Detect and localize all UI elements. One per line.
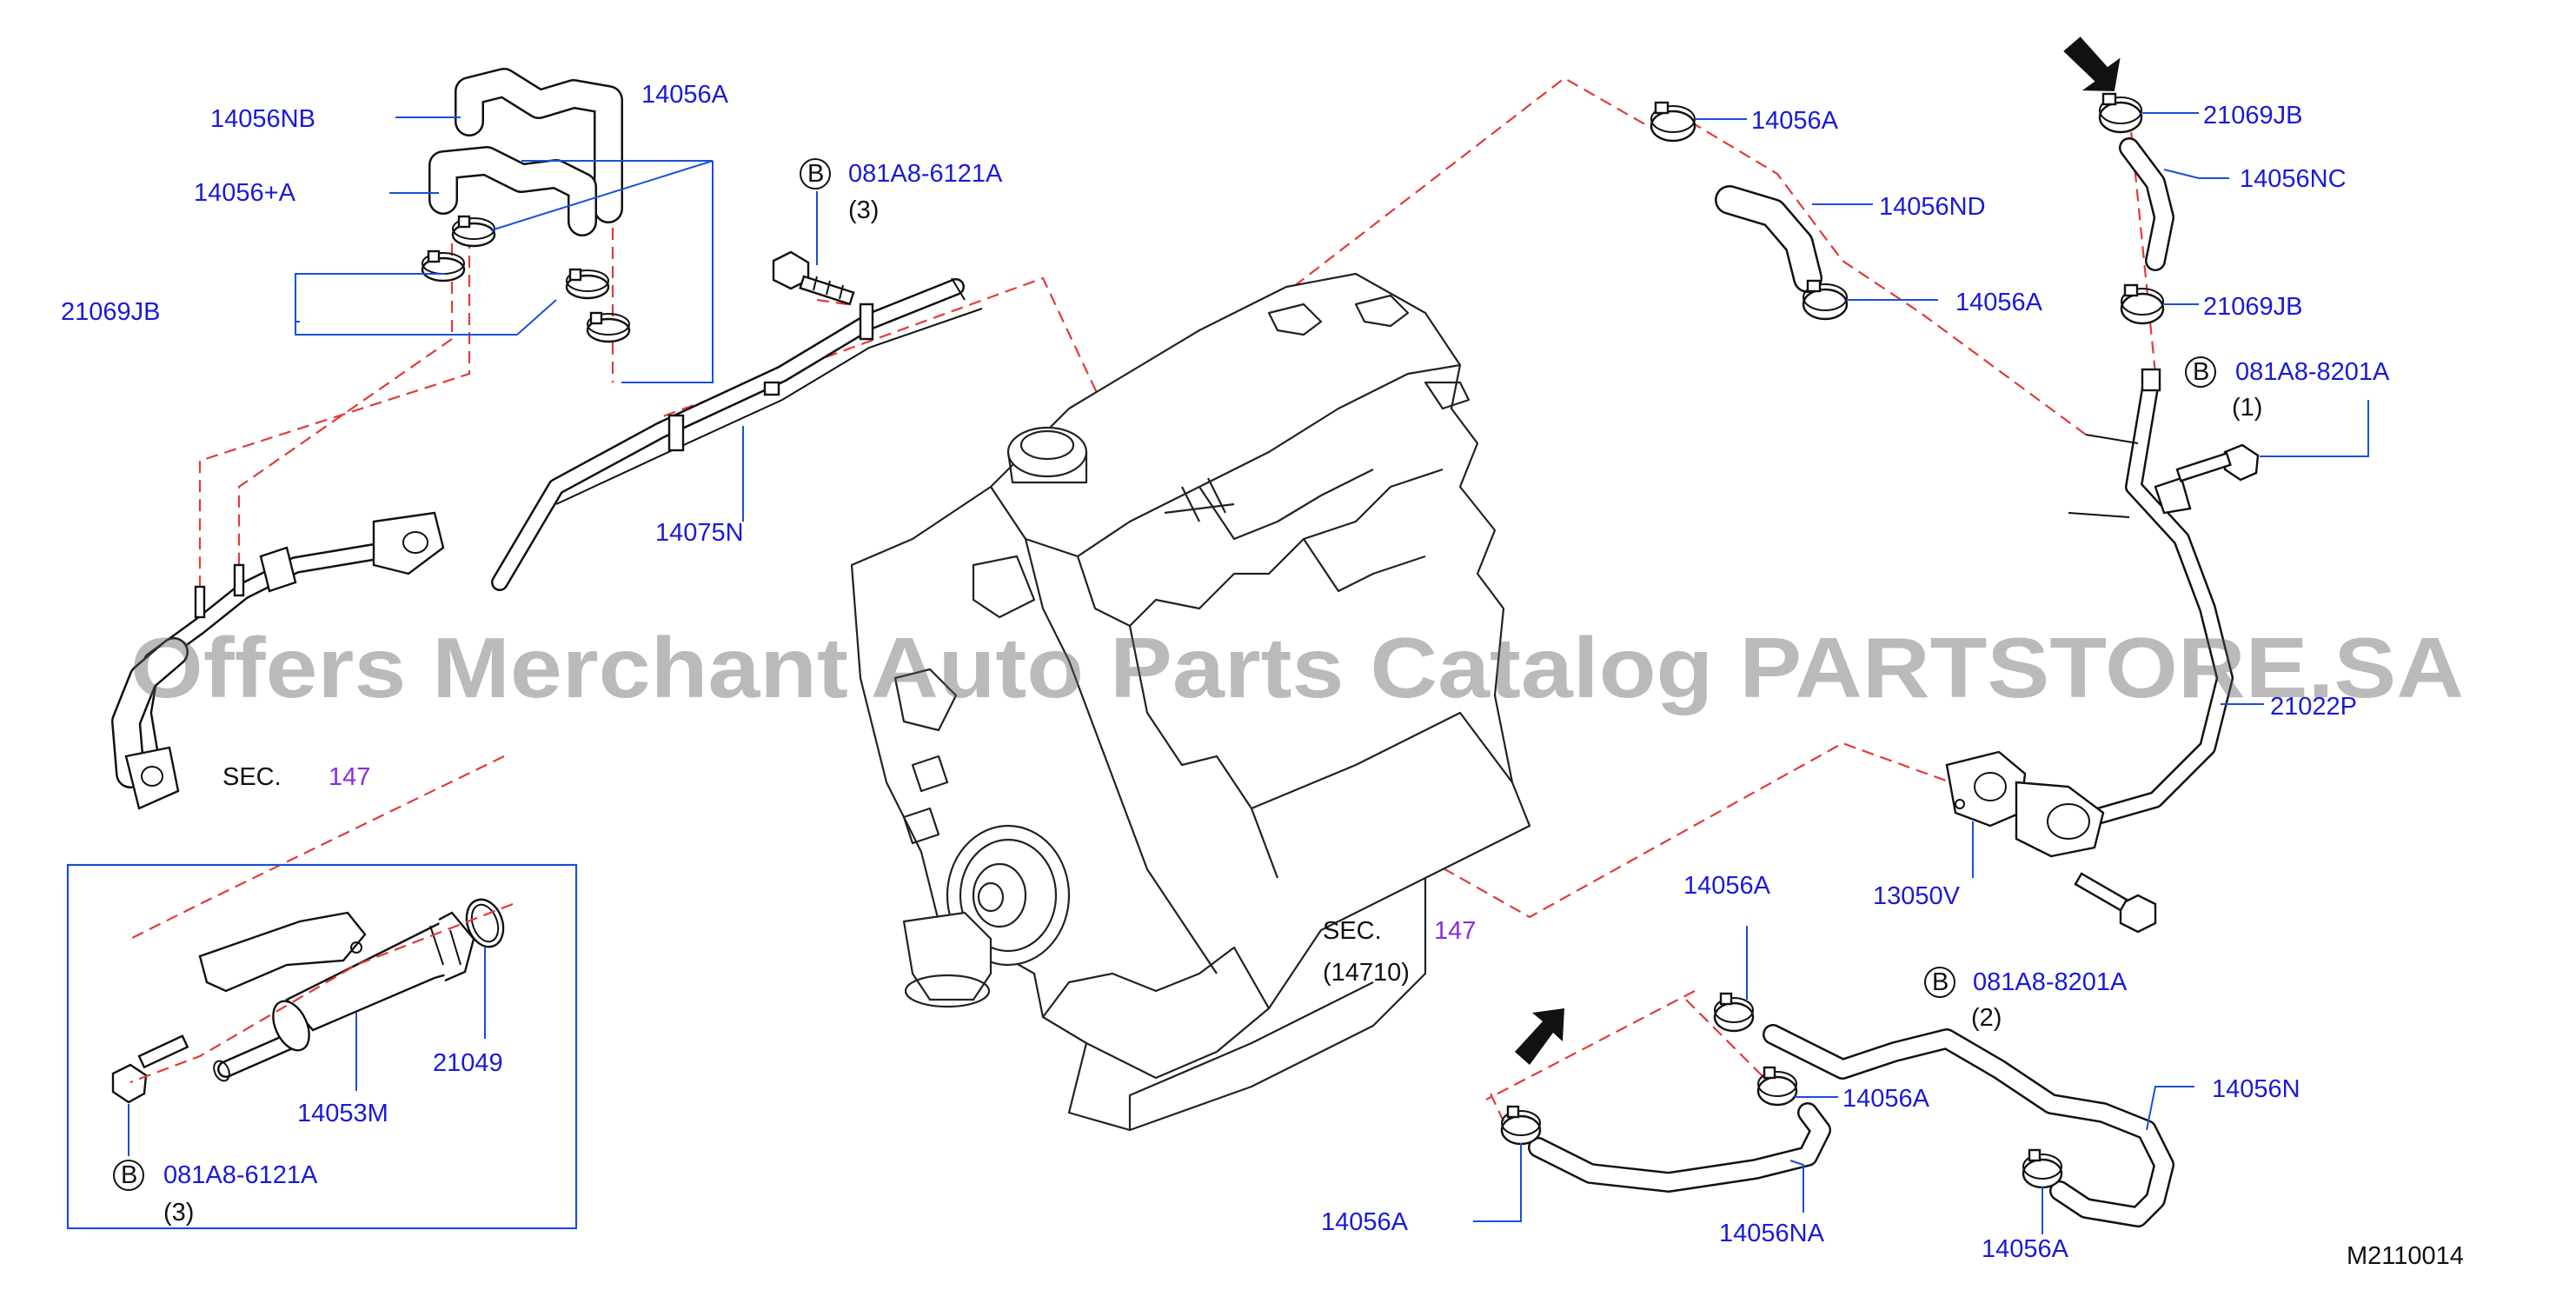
bolt-symbol-bottom [1924, 967, 1955, 998]
label-14056NA: 14056NA [1719, 1220, 1825, 1247]
bolt-symbol-right [2185, 356, 2216, 388]
bolt-bottom-right [2074, 872, 2157, 934]
label-14056A-bottom-mid: 14056A [1842, 1085, 1930, 1113]
hose-clamp-top-left-2 [421, 249, 466, 283]
water-inlet-pipe-14053M [198, 911, 475, 1082]
bolt-symbol-letter-top: B [807, 160, 824, 188]
hose-clamp-right [2120, 283, 2165, 325]
bolt-symbol-top [800, 158, 831, 190]
bolt-top-left [772, 250, 855, 306]
label-14056N: 14056N [2212, 1075, 2300, 1103]
label-14056A-bottom-top: 14056A [1683, 872, 1771, 900]
label-14056A-bottom-right: 14056A [1982, 1235, 2069, 1263]
hose-14056NC [2119, 137, 2174, 271]
label-21049: 21049 [433, 1049, 503, 1077]
bolt-symbol-letter-right: B [2193, 358, 2209, 386]
part-labels: 14056NB 14056+A 21069JB 14056A B 081A8-6… [61, 81, 2464, 1270]
inset-panel [66, 863, 578, 1230]
label-13050V: 13050V [1873, 882, 1961, 910]
label-14056plusA: 14056+A [194, 179, 296, 207]
top-left-hoses [428, 68, 623, 236]
hose-14056NA [1528, 1102, 1831, 1193]
label-081A8-6121A-top: 081A8-6121A [848, 160, 1003, 188]
water-pipe-21022P [2068, 368, 2234, 826]
label-14056A-center-right: 14056A [1955, 289, 2043, 316]
flow-arrow-bottom-left [1515, 1008, 1564, 1065]
bolt-symbol-inset [113, 1160, 144, 1191]
qty-top: (3) [848, 196, 879, 224]
label-21069JB-right: 21069JB [2203, 293, 2303, 321]
engine-block [850, 272, 1531, 1132]
hose-clamp-top-left-4 [586, 311, 631, 343]
label-14053M: 14053M [297, 1100, 388, 1127]
label-21022P: 21022P [2270, 693, 2357, 721]
hose-clamp-top-left-3 [565, 268, 610, 300]
hose-clamp-top-right [2098, 92, 2143, 134]
label-14056A-top-center: 14056A [1751, 107, 1839, 135]
hose-clamp-bottom-mid [1756, 1066, 1798, 1107]
bolt-right [2175, 443, 2260, 482]
label-21069JB-top-right: 21069JB [2203, 102, 2303, 130]
label-21069JB-top-left: 21069JB [61, 298, 161, 326]
flow-arrow-top-right [2063, 37, 2121, 91]
sec-center-sub: (14710) [1323, 959, 1410, 987]
qty-right: (1) [2232, 394, 2262, 422]
label-081A8-6121A-inset: 081A8-6121A [163, 1161, 318, 1189]
hose-clamp-bottom-left [1500, 1105, 1542, 1146]
diagram-id: M2110014 [2347, 1242, 2464, 1270]
sec-center-number: 147 [1434, 917, 1476, 945]
hose-14056N [1763, 1024, 2174, 1227]
bolt-symbol-letter-inset: B [121, 1161, 137, 1189]
label-14056A-top-left: 14056A [641, 81, 729, 109]
label-14056ND: 14056ND [1879, 193, 1986, 221]
sec-center-prefix: SEC. [1323, 917, 1382, 945]
label-14056A-bottom-left: 14056A [1321, 1208, 1409, 1236]
hose-clamp-center-right [1802, 279, 1849, 321]
sec-left-number: 147 [329, 763, 370, 791]
label-14056NC: 14056NC [2240, 165, 2347, 193]
bolt-symbol-letter-bottom: B [1932, 968, 1949, 996]
hose-clamp-top-center [1650, 101, 1696, 143]
leader-lines [295, 112, 2369, 1234]
hose-clamp-bottom-right [2022, 1148, 2063, 1189]
label-14075N: 14075N [655, 519, 744, 547]
label-14056NB: 14056NB [210, 105, 315, 133]
sec-left-prefix: SEC. [222, 763, 282, 791]
hose-clamp-bottom-top [1713, 992, 1755, 1033]
label-081A8-8201A-right: 081A8-8201A [2235, 358, 2390, 386]
thermostat-housing-13050V [1945, 750, 2105, 858]
qty-inset: (3) [163, 1199, 194, 1227]
watermark-text: Offers Merchant Auto Parts Catalog PARTS… [130, 620, 2464, 715]
water-pipe-14075N [491, 277, 983, 591]
left-water-outlet [111, 511, 445, 810]
hose-14056ND [1715, 185, 1822, 293]
label-081A8-8201A-bottom: 081A8-8201A [1973, 968, 2128, 996]
bolt-inset [111, 1034, 189, 1104]
qty-bottom: (2) [1971, 1004, 2002, 1032]
hose-clamp-top-left-1 [451, 215, 496, 248]
